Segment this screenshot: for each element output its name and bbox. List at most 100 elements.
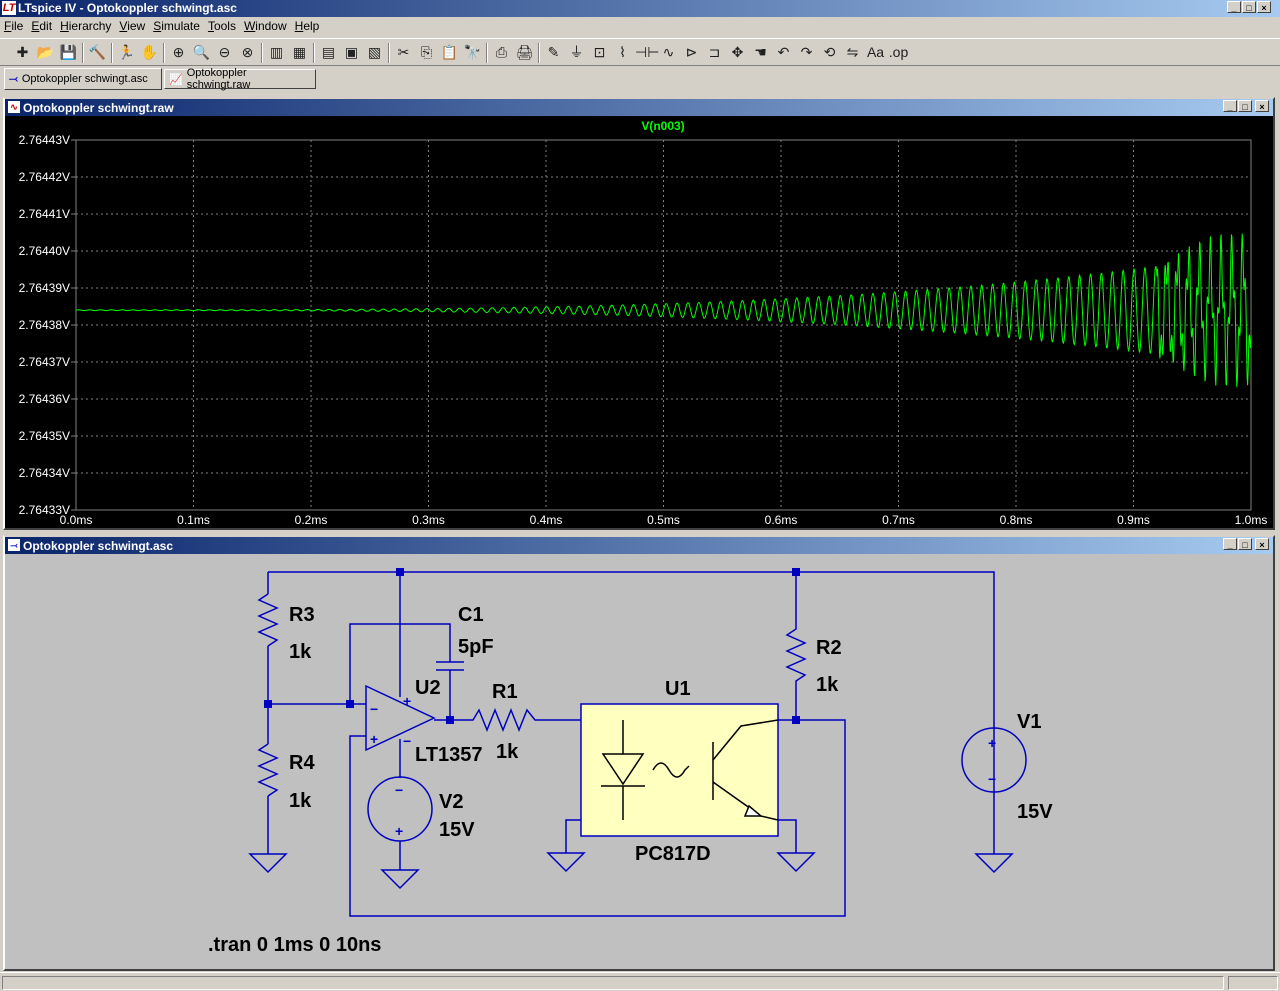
undo-icon[interactable]: ↶ <box>777 44 790 60</box>
r2-resistor[interactable] <box>778 572 807 721</box>
redo-icon[interactable]: ↷ <box>800 44 813 60</box>
v1-value[interactable]: 15V <box>1017 801 1053 823</box>
menu-item-3[interactable]: View <box>115 17 149 36</box>
u1-model[interactable]: PC817D <box>635 843 711 865</box>
menu-item-6[interactable]: Window <box>240 17 291 36</box>
app-minimize-button[interactable]: _ <box>1227 1 1241 13</box>
app-title: LTspice IV - Optokoppler schwingt.asc <box>18 1 237 15</box>
v1-label[interactable]: V1 <box>1017 711 1041 733</box>
text-icon[interactable]: Aa <box>866 44 885 60</box>
series-trace[interactable] <box>75 233 1252 387</box>
schematic-canvas[interactable]: R3 1k R4 1k C1 5pF U2 LT1357 R1 1k U1 PC… <box>5 554 1273 969</box>
r2-value[interactable]: 1k <box>816 674 839 696</box>
component-icon[interactable]: ⊐ <box>708 44 721 60</box>
grid-icon[interactable]: ▦ <box>292 44 307 60</box>
app-close-button[interactable]: × <box>1257 1 1271 13</box>
menu-item-7[interactable]: Help <box>291 17 324 36</box>
waveform-close-button[interactable]: × <box>1255 100 1269 112</box>
inductor-icon[interactable]: ∿ <box>662 44 675 60</box>
v2-plus-sign: + <box>395 823 403 839</box>
resistor-icon[interactable]: ⌇ <box>619 44 626 60</box>
cascade-icon[interactable]: ▣ <box>344 44 359 60</box>
u2-model[interactable]: LT1357 <box>415 744 482 766</box>
toolbar-separator <box>388 43 390 63</box>
new-schematic-icon[interactable]: ✚ <box>16 44 29 60</box>
u1-label[interactable]: U1 <box>665 678 691 700</box>
c1-label[interactable]: C1 <box>458 604 484 626</box>
find-icon[interactable]: 🔭 <box>463 44 482 60</box>
r2-label[interactable]: R2 <box>816 637 842 659</box>
c1-value[interactable]: 5pF <box>458 636 494 658</box>
autorange-icon[interactable]: ▥ <box>269 44 284 60</box>
menu-item-2[interactable]: Hierarchy <box>56 17 115 36</box>
r1-resistor[interactable] <box>434 707 581 733</box>
v2-label[interactable]: V2 <box>439 791 463 813</box>
drag-icon[interactable]: ☚ <box>754 44 767 60</box>
top-rail-wire[interactable] <box>268 571 995 854</box>
u2-label[interactable]: U2 <box>415 677 441 699</box>
tab-schematic[interactable]: ⤙ Optokoppler schwingt.asc <box>4 68 162 90</box>
rotate-icon[interactable]: ⟲ <box>823 44 836 60</box>
schematic-minimize-button[interactable]: _ <box>1223 538 1237 550</box>
r1-value[interactable]: 1k <box>496 741 519 763</box>
schematic-window-icon: ⤙ <box>8 539 20 551</box>
v1-source[interactable] <box>961 727 1027 793</box>
save-icon[interactable]: 💾 <box>59 44 78 60</box>
zoom-pan-icon[interactable]: 🔍 <box>192 44 211 60</box>
tab-waveform[interactable]: 📈 Optokoppler schwingt.raw <box>164 67 316 91</box>
x-tick-label: 0.7ms <box>882 513 915 527</box>
r4-label[interactable]: R4 <box>289 752 315 774</box>
menu-item-4[interactable]: Simulate <box>149 17 204 36</box>
menu-item-0[interactable]: File <box>0 17 27 36</box>
r4-resistor[interactable] <box>257 743 279 797</box>
print-setup-icon[interactable]: ⎙ <box>495 44 508 60</box>
u1-emitter-wire[interactable] <box>778 819 797 853</box>
zoom-in-icon[interactable]: ⊕ <box>172 44 185 60</box>
menu-item-accel: T <box>207 19 214 33</box>
menu-item-5[interactable]: Tools <box>204 17 240 36</box>
open-icon[interactable]: 📂 <box>36 44 55 60</box>
zoom-fit-icon[interactable]: ⊗ <box>241 44 254 60</box>
halt-icon[interactable]: ✋ <box>140 44 159 60</box>
waveform-minimize-button[interactable]: _ <box>1223 100 1237 112</box>
tab-schematic-label: Optokoppler schwingt.asc <box>21 73 148 85</box>
diode-icon[interactable]: ⊳ <box>685 44 698 60</box>
draw-wire-icon[interactable]: ✎ <box>547 44 560 60</box>
mirror-icon[interactable]: ⇋ <box>846 44 859 60</box>
app-restore-button[interactable]: □ <box>1242 1 1256 13</box>
waveform-plot[interactable]: 2.76443V2.76442V2.76441V2.76440V2.76439V… <box>5 116 1273 528</box>
paste-icon[interactable]: 📋 <box>440 44 459 60</box>
menu-item-1[interactable]: Edit <box>27 17 56 36</box>
r4-value[interactable]: 1k <box>289 790 312 812</box>
series-label[interactable]: V(n003) <box>641 119 684 133</box>
print-icon[interactable]: 🖨 <box>515 44 534 60</box>
r3-resistor[interactable] <box>257 593 279 647</box>
menu-item-label: ools <box>213 19 236 33</box>
move-icon[interactable]: ✥ <box>731 44 744 60</box>
r1-label[interactable]: R1 <box>492 681 518 703</box>
schematic-close-button[interactable]: × <box>1255 538 1269 550</box>
feedback-loop-wire[interactable] <box>349 719 846 917</box>
label-net-icon[interactable]: ⊡ <box>593 44 606 60</box>
tile-horizontal-icon[interactable]: ▤ <box>321 44 336 60</box>
close-window-icon[interactable]: ▧ <box>367 44 382 60</box>
ground-icon[interactable]: ⏚ <box>569 44 584 60</box>
schematic-maximize-button[interactable]: □ <box>1238 538 1252 550</box>
waveform-maximize-button[interactable]: □ <box>1238 100 1252 112</box>
run-icon[interactable]: 🏃 <box>117 44 136 60</box>
r3-label[interactable]: R3 <box>289 604 315 626</box>
copy-icon[interactable]: ⎘ <box>420 44 433 60</box>
spice-directive[interactable]: .tran 0 1ms 0 10ns <box>208 934 381 956</box>
v2-value[interactable]: 15V <box>439 819 475 841</box>
cut-icon[interactable]: ✂ <box>397 44 410 60</box>
opamp-u2[interactable] <box>365 684 436 752</box>
y-tick-label: 2.76437V <box>19 355 70 369</box>
ground-u1-left <box>546 852 586 873</box>
waveform-window-title-bar: ∿ Optokoppler schwingt.raw _ □ × <box>5 99 1273 116</box>
capacitor-icon[interactable]: ⊣⊢ <box>635 44 660 60</box>
zoom-out-icon[interactable]: ⊖ <box>218 44 231 60</box>
r3-value[interactable]: 1k <box>289 641 312 663</box>
status-bar <box>0 972 1280 991</box>
spice-directive-icon[interactable]: .op <box>888 44 909 60</box>
control-panel-icon[interactable]: 🔨 <box>88 44 107 60</box>
